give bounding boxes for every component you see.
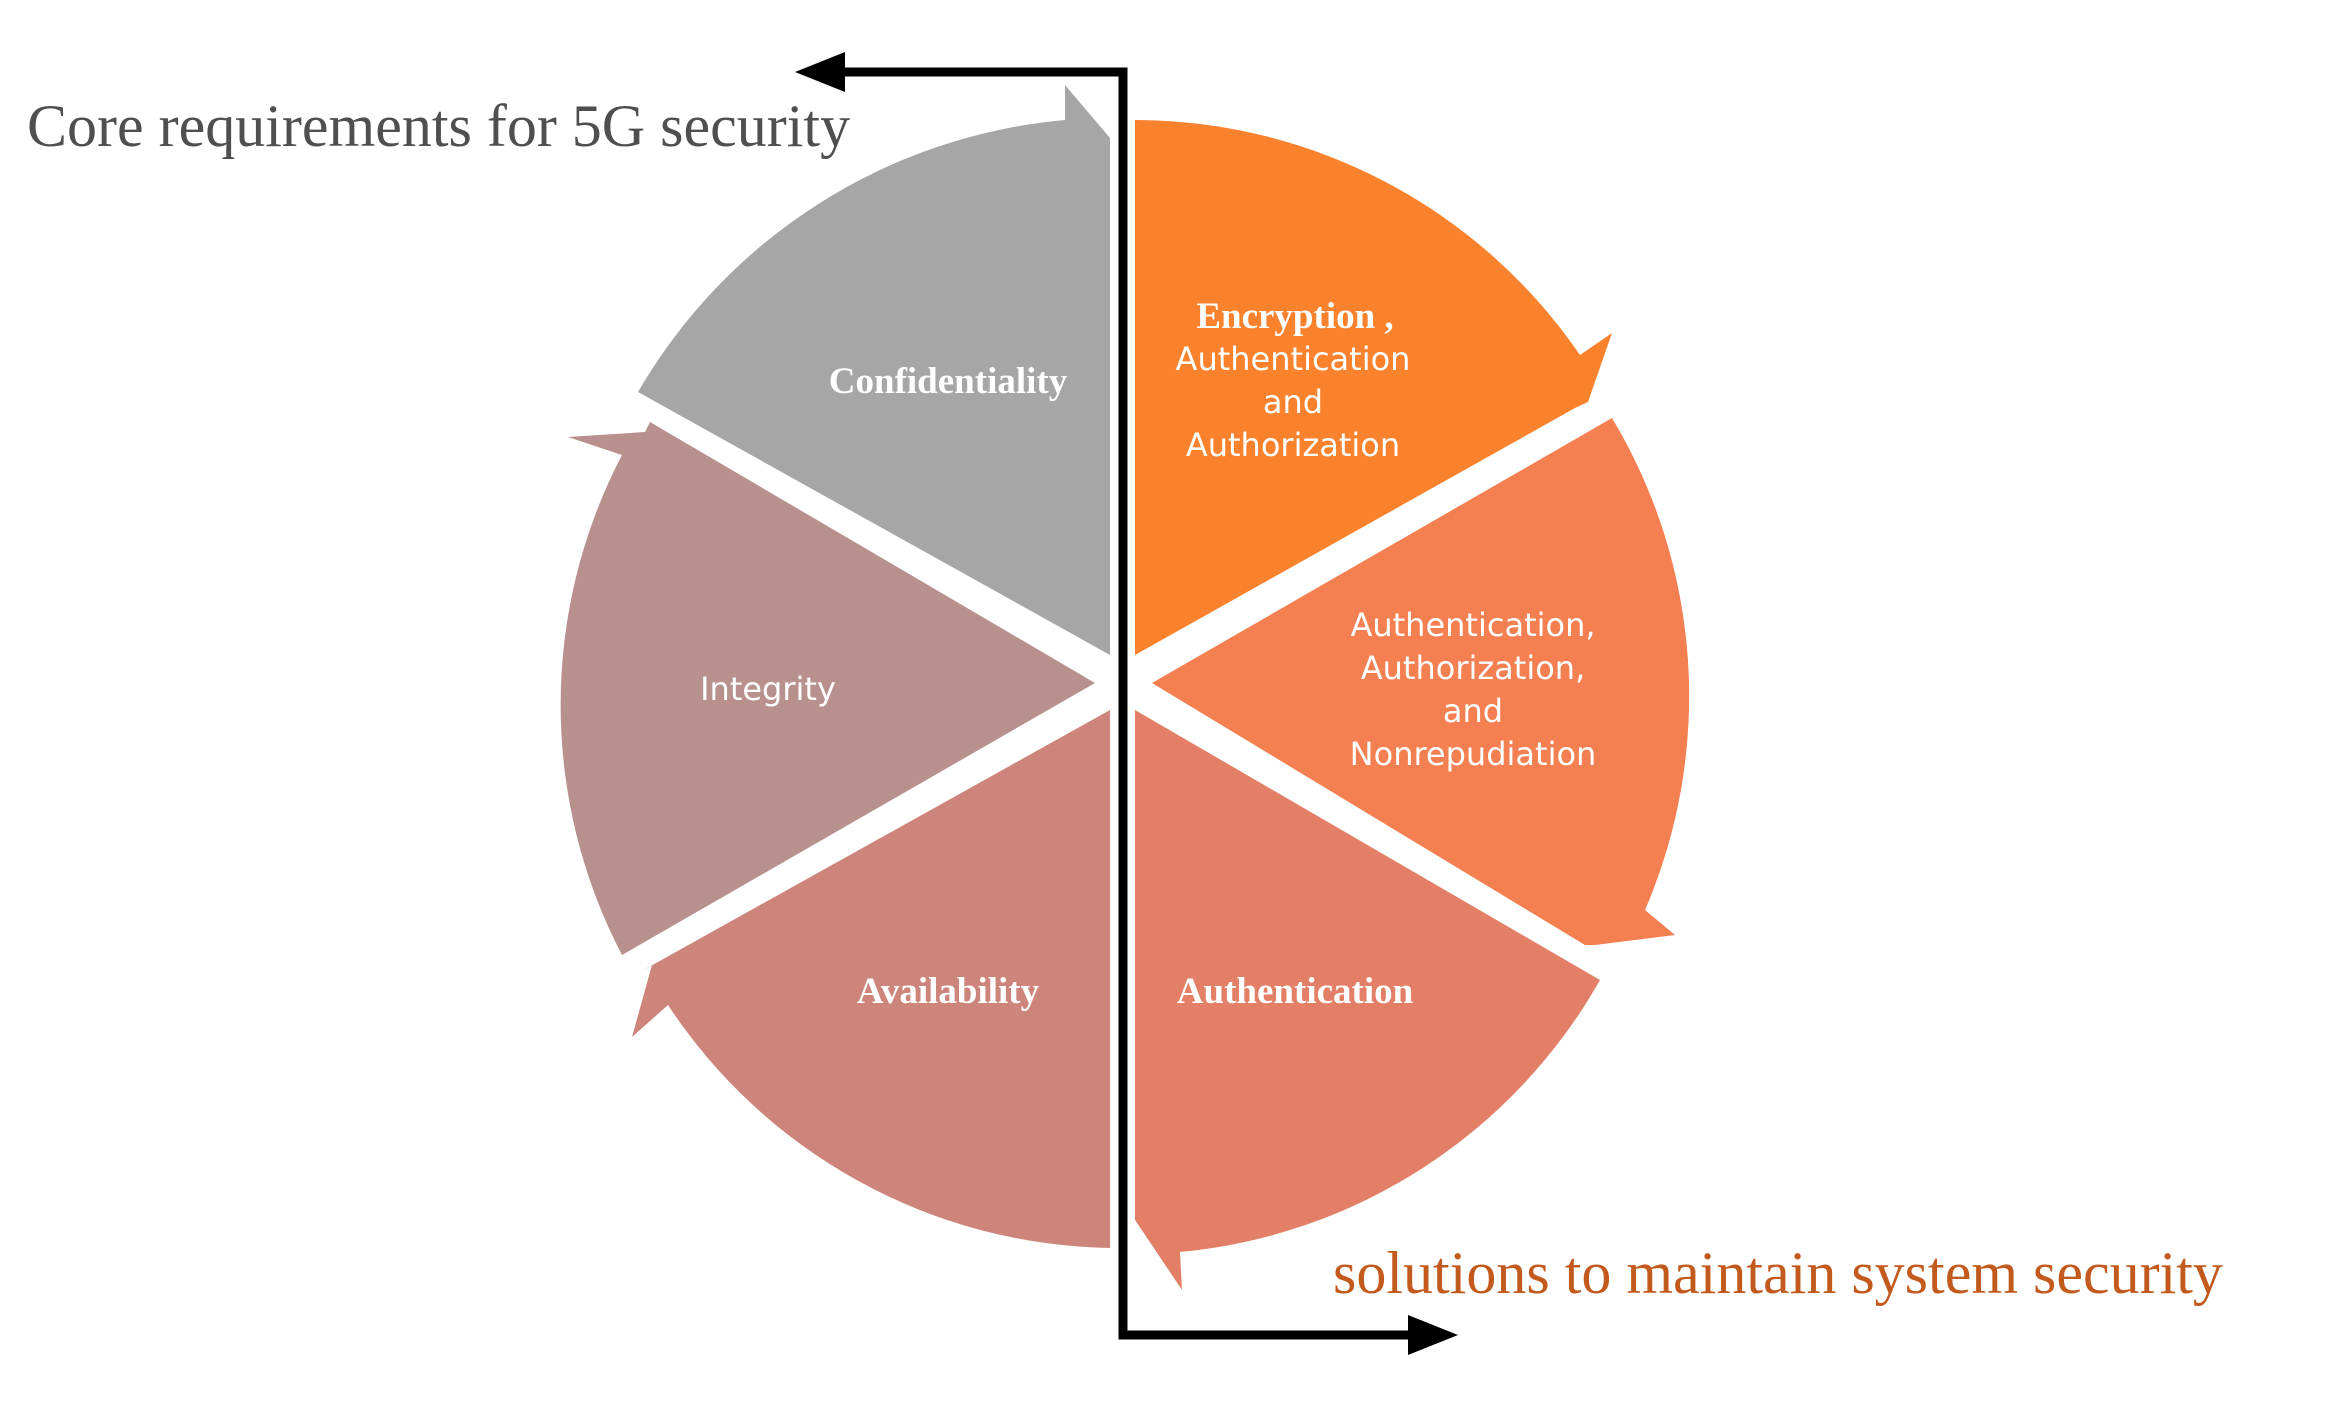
segment-availability [632,710,1110,1248]
nonrepudiation-label-line4: Nonrepudiation [1350,735,1597,773]
nonrepudiation-label-line3: and [1443,692,1503,730]
availability-label: Availability [857,971,1040,1012]
authentication-label: Authentication [1177,971,1414,1012]
nonrepudiation-label-line1: Authentication, [1350,606,1595,644]
segment-nonrepudiation [1152,418,1690,945]
segment-integrity [560,422,1095,955]
requirements-heading: Core requirements for 5G security [27,93,850,159]
encryption-label-line1: Encryption , [1196,296,1393,337]
solutions-heading: solutions to maintain system security [1333,1240,2223,1306]
integrity-label: Integrity [700,670,836,708]
encryption-label-line2: Authentication [1176,340,1411,378]
right-arrow-icon [1408,1315,1458,1355]
divider-line [825,67,1425,1340]
segment-confidentiality [638,85,1110,655]
left-arrow-icon [795,52,845,92]
segment-authentication [1135,710,1600,1290]
encryption-label-line4: Authorization [1186,426,1400,464]
confidentiality-label: Confidentiality [829,361,1068,402]
encryption-label-line3: and [1263,383,1323,421]
segment-encryption [1135,120,1612,655]
nonrepudiation-label-line2: Authorization, [1361,649,1586,687]
